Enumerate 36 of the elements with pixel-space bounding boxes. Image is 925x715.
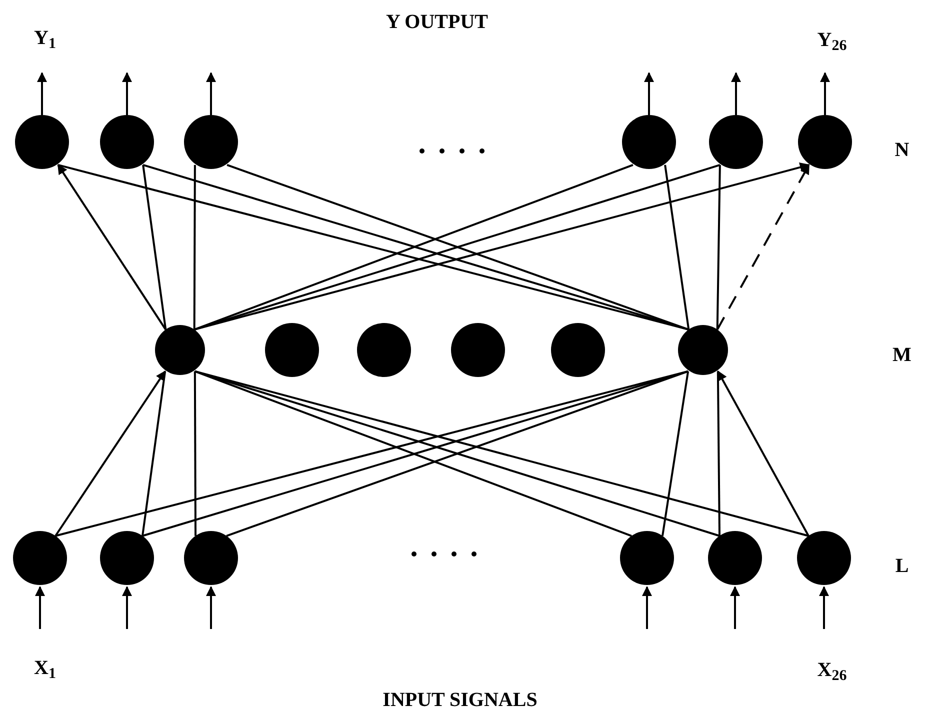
arrow (54, 370, 166, 536)
input-label: X$_{26}$ (817, 660, 847, 680)
connection-line (194, 164, 634, 330)
signal-arrow (730, 586, 740, 629)
signal-arrow (820, 72, 830, 115)
signal-arrow (122, 72, 132, 115)
output-label: Y$_{26}$ (817, 30, 847, 50)
output-label: Y$_{1}$ (34, 28, 56, 48)
arrow (57, 164, 166, 330)
axis-title: INPUT SIGNALS (382, 690, 538, 710)
signal-arrow (35, 586, 45, 629)
input-label: X$_{1}$ (34, 658, 56, 678)
arrow (717, 370, 810, 536)
arrow (716, 164, 810, 330)
layer-label: L (895, 556, 909, 576)
signal-arrow (642, 586, 652, 629)
connection-line (194, 370, 632, 537)
signal-arrow (122, 586, 132, 629)
signal-arrow (206, 72, 216, 115)
signal-arrow (206, 586, 216, 629)
connection-line (716, 371, 721, 536)
connection-line (193, 164, 196, 330)
layer-label: M (892, 345, 912, 365)
connection-line (194, 371, 197, 536)
connection-line (142, 371, 166, 536)
connection-line (716, 164, 721, 330)
signal-arrow (819, 586, 829, 629)
signal-arrow (37, 72, 47, 115)
connection-line (142, 164, 167, 330)
layer-label: N (894, 140, 910, 160)
axis-title: Y OUTPUT (386, 12, 488, 32)
signal-arrow (644, 72, 654, 115)
arrow (194, 162, 810, 330)
signal-arrow (731, 72, 741, 115)
connection-line (664, 164, 690, 330)
connection-line (662, 371, 690, 536)
